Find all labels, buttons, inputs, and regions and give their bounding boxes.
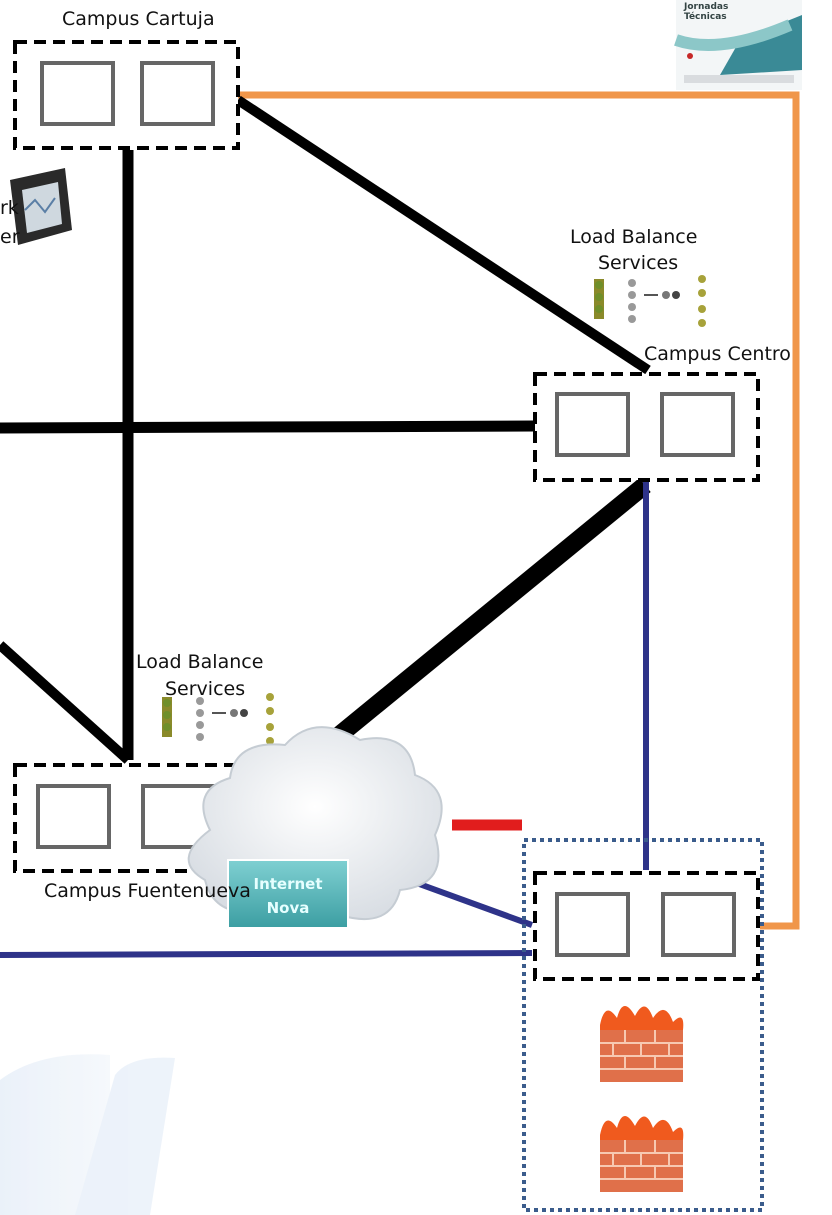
edge-router-pair: [535, 873, 758, 979]
load-balancer-icon: [594, 275, 706, 327]
poster-title: Jornadas Técnicas: [684, 2, 728, 22]
label-services-mid: Services: [165, 678, 245, 701]
internet-box-label: Internet Nova: [230, 872, 346, 920]
label-load-balance-mid: Load Balance: [136, 651, 263, 674]
label-campus-centro: Campus Centro: [644, 343, 791, 366]
load-balancer-icon: [162, 693, 274, 745]
nova-label: Nova: [230, 896, 346, 920]
label-campus-fuentenueva: Campus Fuentenueva: [44, 880, 251, 903]
poster-line-1: Jornadas: [684, 2, 728, 12]
label-load-balance-top: Load Balance: [570, 226, 697, 249]
label-analyzer-fragment-2: er: [0, 226, 20, 249]
poster-line-2: Técnicas: [684, 12, 728, 22]
centro-router-pair: [535, 374, 758, 480]
label-services-top: Services: [598, 252, 678, 275]
background-logo: [0, 1054, 175, 1215]
internet-label: Internet: [230, 872, 346, 896]
firewall-icon: [600, 1006, 683, 1082]
label-analyzer-fragment-1: rk: [0, 197, 19, 220]
label-campus-cartuja: Campus Cartuja: [62, 8, 215, 31]
cartuja-router-pair: [15, 42, 238, 148]
firewall-icon: [600, 1116, 683, 1192]
